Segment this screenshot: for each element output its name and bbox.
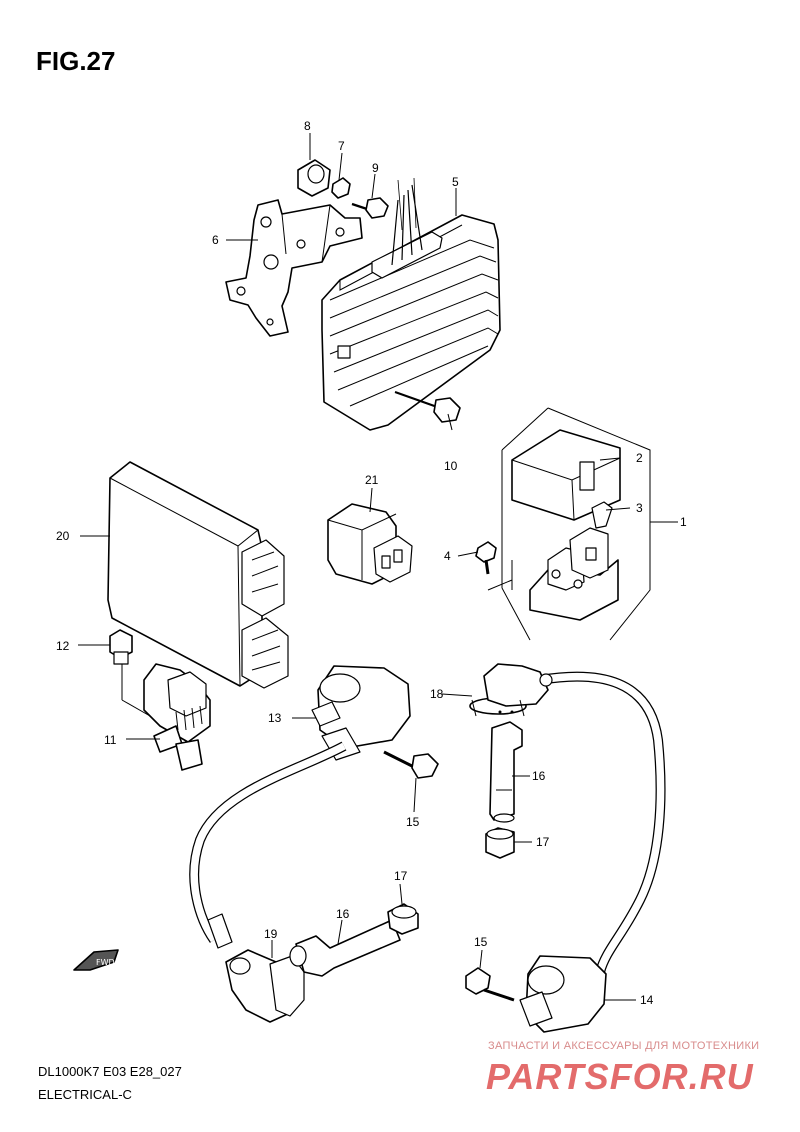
callout-2: 2 [636,451,643,465]
part-10-bolt [394,391,461,423]
part-1-starter-relay-assembly [487,407,651,641]
callout-21: 21 [365,473,379,487]
part-17-collar-upper [485,827,515,859]
callout-8: 8 [304,119,311,133]
part-4-bolt [475,541,497,575]
part-6-bracket [225,199,363,337]
callout-17-upper: 17 [536,835,550,849]
watermark-logo: PARTSFOR.RU [486,1056,754,1097]
callout-5: 5 [452,175,459,189]
figure-title: FIG.27 [36,46,116,76]
callout-20: 20 [56,529,70,543]
part-18-spark-plug-cap [469,663,666,974]
section-title: ELECTRICAL-C [38,1087,132,1102]
part-7-collar [331,177,351,199]
model-code: DL1000K7 E03 E28_027 [38,1064,182,1079]
part-15-bolt-lower [465,967,515,1002]
callout-4: 4 [444,549,451,563]
callout-6: 6 [212,233,219,247]
leader-lines [78,133,678,1001]
fwd-arrow-icon: FWD [73,949,119,971]
callout-16-upper: 16 [532,769,546,783]
callout-18: 18 [430,687,444,701]
callout-numbers: 8 7 9 5 6 10 21 2 3 1 4 20 12 11 13 15 1… [56,119,687,1007]
part-15-bolt-upper [383,750,439,779]
callout-3: 3 [636,501,643,515]
callout-10: 10 [444,459,458,473]
callout-1: 1 [680,515,687,529]
callout-14: 14 [640,993,654,1007]
callout-11: 11 [104,733,117,747]
part-16-hose-upper [489,721,523,823]
callout-12: 12 [56,639,70,653]
callout-15-lower: 15 [474,935,488,949]
callout-15-upper: 15 [406,815,420,829]
callout-19: 19 [264,927,278,941]
callout-7: 7 [338,139,345,153]
part-5-regulator-rectifier [321,177,501,431]
callout-13: 13 [268,711,282,725]
part-13-ignition-coil [311,665,411,761]
part-8-grommet [297,159,331,197]
part-9-bolt [351,197,389,219]
part-20-ecm [107,461,289,689]
watermark-tagline: ЗАПЧАСТИ И АКСЕССУАРЫ ДЛЯ МОТОТЕХНИКИ [488,1040,760,1052]
part-14-ignition-coil [519,955,607,1033]
callout-9: 9 [372,161,379,175]
part-12-bolt [109,629,133,700]
callout-17-lower: 17 [394,869,408,883]
part-21-relay [327,503,413,585]
part-16-hose-lower [289,919,401,977]
part-19-spark-plug-cap [189,741,347,1023]
part-17-collar-lower [387,903,419,935]
callout-16-lower: 16 [336,907,350,921]
part-11-sensor [121,663,211,771]
fwd-label: FWD [96,958,115,967]
